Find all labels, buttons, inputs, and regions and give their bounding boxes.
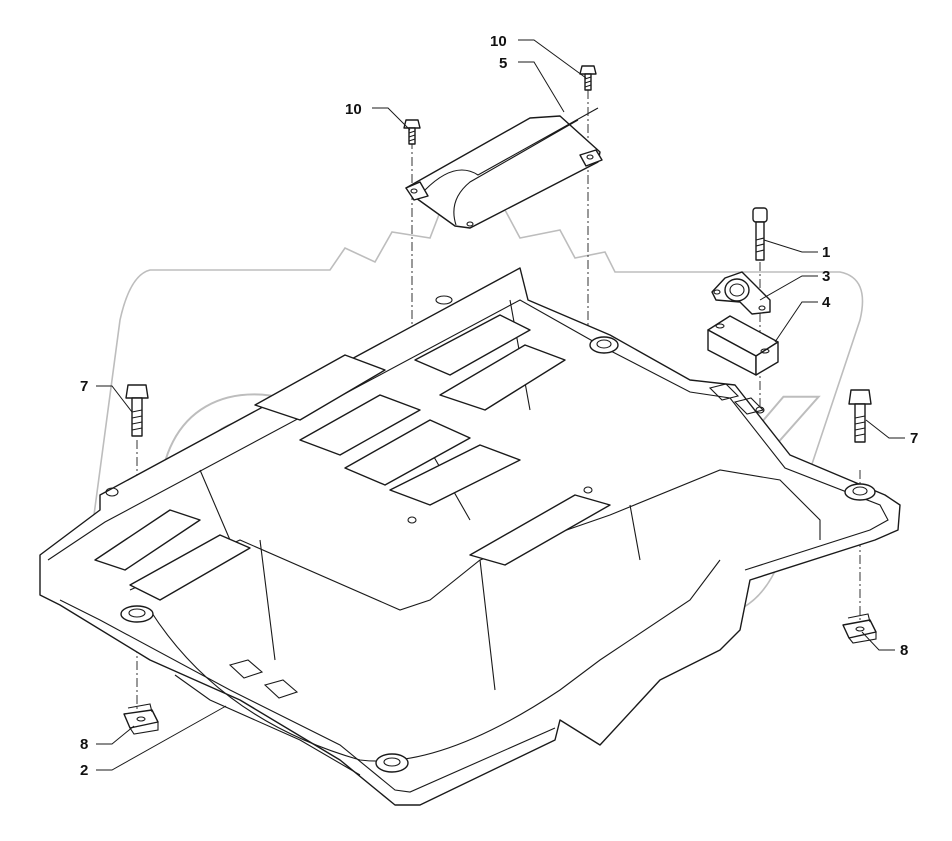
callout-7-right: 7 [910, 430, 918, 447]
clip-nut-part-8-right [842, 613, 877, 644]
callout-4: 4 [822, 294, 831, 311]
callout-3: 3 [822, 268, 830, 285]
callout-labels: 10 5 10 1 3 4 7 7 8 8 2 [80, 33, 918, 779]
callout-5: 5 [499, 55, 507, 72]
bolt-part-7-right [848, 389, 872, 443]
callout-2: 2 [80, 762, 88, 779]
clamp-part-3 [711, 271, 771, 315]
callout-10-top: 10 [490, 33, 507, 50]
leader-lines [96, 39, 905, 771]
bolt-part-7-left [125, 384, 149, 437]
bolt-part-1 [752, 207, 768, 261]
callout-7-left: 7 [80, 378, 88, 395]
belly-pan-part-2 [39, 267, 901, 806]
clip-nut-part-8-left [123, 703, 159, 735]
heat-shield-part-5 [405, 107, 603, 229]
bolt-part-10-right [579, 65, 597, 91]
callout-8-right: 8 [900, 642, 908, 659]
callout-1: 1 [822, 244, 830, 261]
bolt-part-10-left [403, 119, 421, 145]
callout-8-left: 8 [80, 736, 88, 753]
spacer-block-part-4 [707, 315, 779, 376]
callout-10-left: 10 [345, 101, 362, 118]
